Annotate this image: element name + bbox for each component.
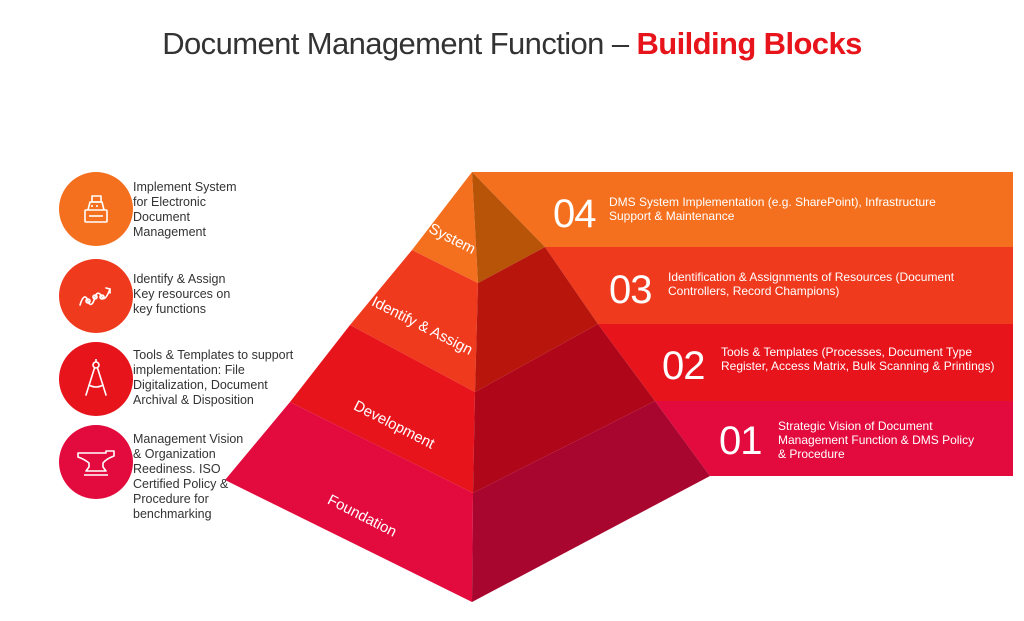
anvil-icon: [59, 425, 133, 499]
band-03-number: 03: [609, 268, 652, 312]
pyramid-left-level-1: [225, 402, 473, 602]
band-01-number: 01: [719, 419, 762, 463]
band-03-text: Identification & Assignments of Resource…: [668, 270, 955, 298]
band-01-text: Strategic Vision of Document Management …: [778, 419, 975, 461]
cash-register-icon: [59, 172, 133, 246]
left-item-text-1: Implement System for Electronic Document…: [133, 180, 237, 239]
pyramid-right-level-4: [472, 172, 545, 283]
left-item-text-4: Management Vision & Organization Reedine…: [133, 432, 244, 521]
trend-line-icon: [59, 259, 133, 333]
band-02-number: 02: [662, 344, 705, 388]
band-02-text: Tools & Templates (Processes, Document T…: [721, 345, 995, 373]
band-04-number: 04: [553, 192, 596, 236]
pyramid-right-level-1: [472, 401, 710, 602]
pyramid-left-level-3: [350, 250, 478, 392]
band-02: [598, 324, 1013, 401]
band-04: [472, 172, 1013, 247]
title-highlight: Building Blocks: [636, 26, 862, 61]
title-main: Document Management Function –: [162, 26, 637, 61]
pyramid-right-level-2: [473, 324, 655, 493]
left-item-text-2: Identify & Assign Key resources on key f…: [133, 272, 231, 316]
band-01: [655, 401, 1013, 476]
left-item-text-3: Tools & Templates to support implementat…: [133, 348, 294, 407]
band-04-text: DMS System Implementation (e.g. SharePoi…: [609, 195, 936, 223]
page-title: Document Management Function – Building …: [0, 26, 1024, 62]
compass-icon: [59, 342, 133, 416]
pyramid-right-level-3: [475, 247, 598, 392]
pyramid-left-level-2: [290, 325, 475, 493]
band-03: [545, 247, 1013, 324]
pyramid-left-level-4: [412, 172, 478, 283]
